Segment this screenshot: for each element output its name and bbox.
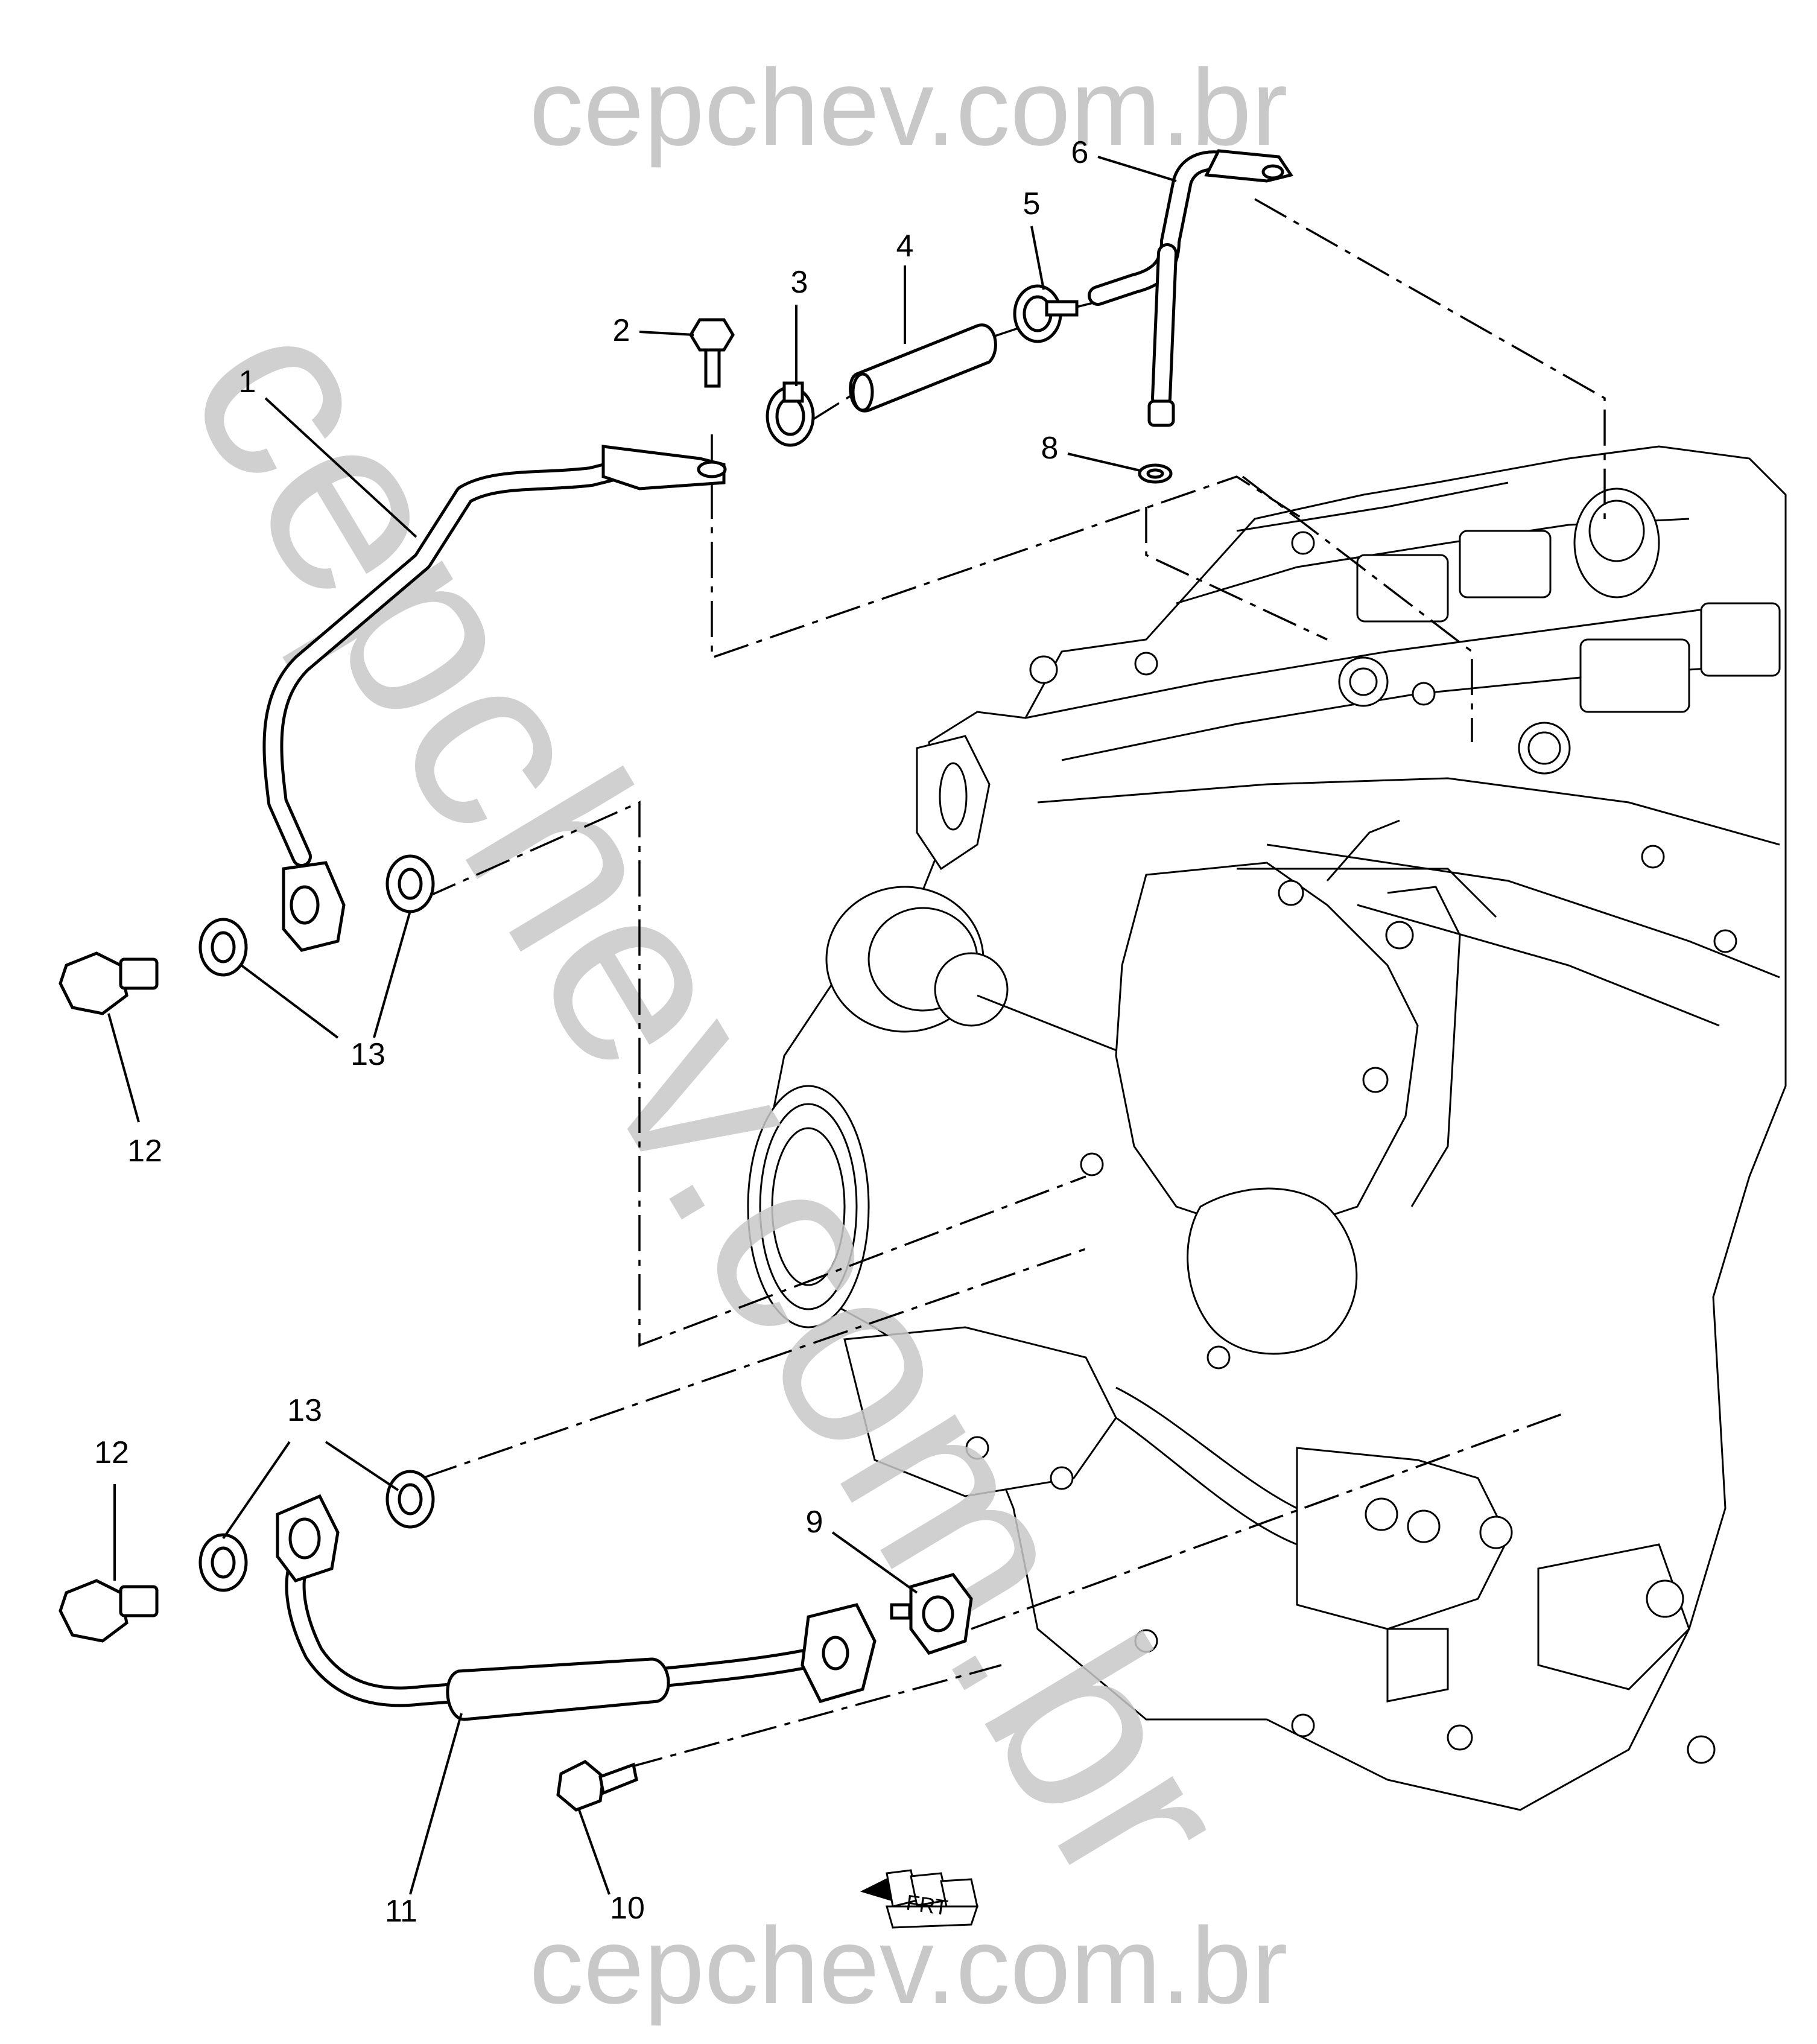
engine-bolts	[965, 531, 1737, 1764]
callout-13-upper: 13	[350, 1037, 385, 1072]
engine-assembly	[747, 445, 1787, 1811]
watermark-top: cepchev.com.br	[529, 47, 1287, 168]
part-12-upper-bolt	[59, 951, 159, 1015]
part-11-oil-return-pipe	[276, 1494, 877, 1721]
part-6-oil-pipe	[1088, 149, 1294, 427]
part-13-upper-washers	[198, 854, 435, 977]
callout-11: 11	[385, 1894, 417, 1929]
alignment-lines	[422, 198, 1606, 1769]
callout-9: 9	[806, 1505, 823, 1540]
callout-5: 5	[1023, 186, 1041, 221]
part-8-washer	[1138, 463, 1173, 484]
callout-8: 8	[1041, 431, 1059, 466]
callout-1: 1	[239, 364, 256, 399]
part-13-lower-washers	[198, 1470, 435, 1592]
part-4-hose	[849, 323, 997, 413]
part-9-gasket	[890, 1573, 973, 1655]
callout-labels: 1 2 3 4 5 6 8 9 10 11 12 12 13 13	[94, 135, 1088, 1929]
callout-6: 6	[1071, 135, 1089, 170]
part-10-bolt	[556, 1760, 638, 1812]
callout-3: 3	[791, 265, 808, 300]
callout-4: 4	[896, 229, 914, 264]
part-3-hose-clamp	[766, 381, 815, 447]
front-label: FRT	[905, 1890, 950, 1920]
callout-13-lower: 13	[287, 1393, 322, 1428]
callout-2: 2	[613, 313, 630, 348]
callout-12-upper: 12	[127, 1134, 162, 1169]
part-12-lower-bolt	[59, 1579, 159, 1643]
part-5-hose-clamp	[1013, 284, 1079, 343]
callout-10: 10	[610, 1891, 645, 1926]
front-direction-indicator: FRT	[860, 1869, 979, 1929]
part-1-oil-feed-pipe	[262, 445, 727, 952]
callout-12-lower: 12	[94, 1435, 129, 1470]
part-2-bolt	[689, 318, 735, 388]
leader-lines	[107, 156, 1177, 1895]
